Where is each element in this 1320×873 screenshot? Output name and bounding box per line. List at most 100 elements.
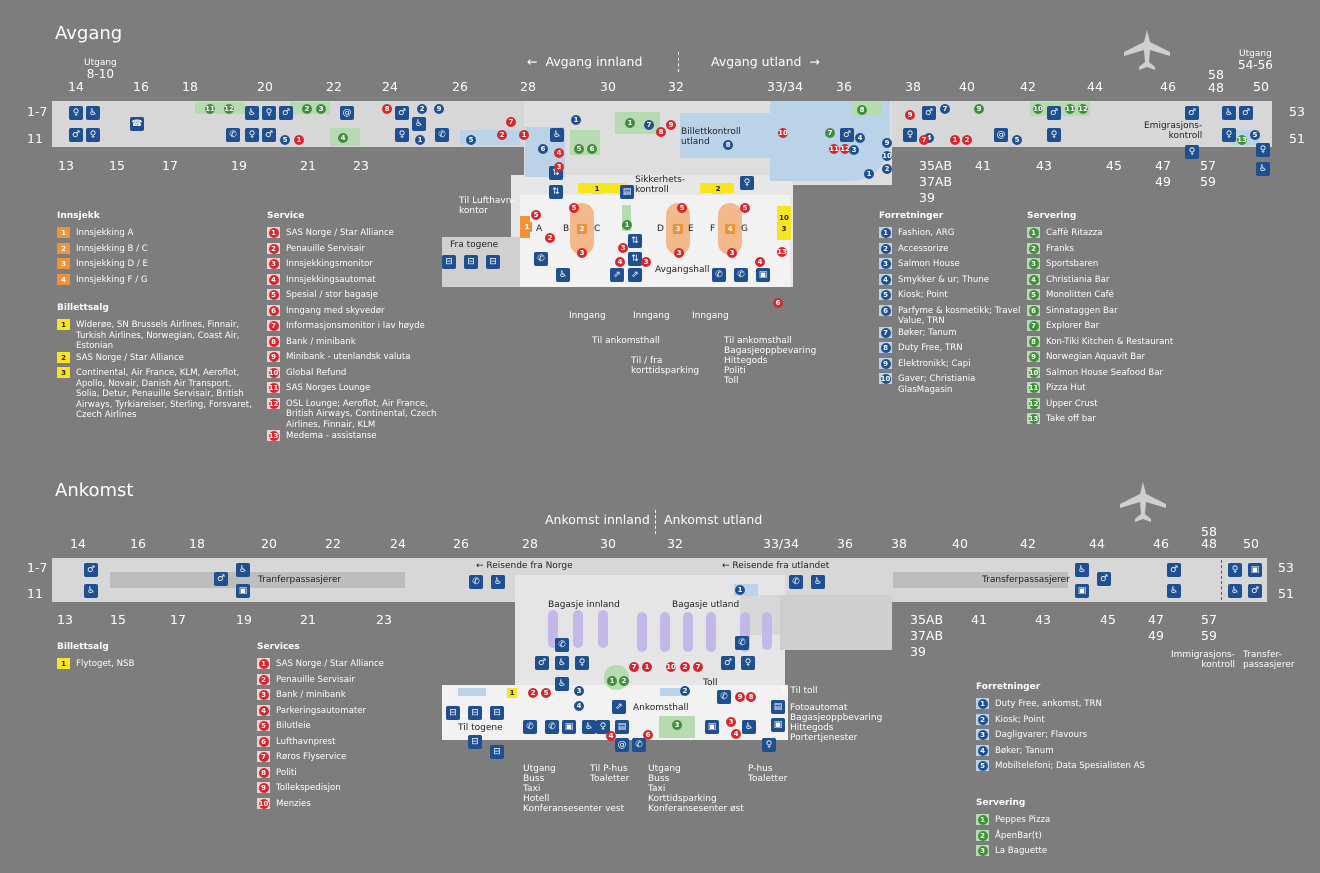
gate-label: 51: [1278, 586, 1294, 601]
legend-text: Mobiltelefoni; Data Spesialisten AS: [995, 761, 1145, 771]
legend-number: 1: [258, 659, 269, 669]
arrival-divider: [655, 510, 656, 534]
gate-label: 1-7: [27, 560, 48, 575]
legend-text: Lufthavnprest: [276, 736, 336, 747]
legend-text: SAS Norges Lounge: [286, 383, 371, 393]
legend-row: 5 Mobiltelefoni; Data Spesialisten AS: [976, 760, 1176, 776]
toilet-icon: ♂: [840, 128, 854, 142]
avgangshall-label: Avgangshall: [655, 265, 710, 275]
gate-label: 28: [520, 79, 536, 94]
legend-text: La Baguette: [995, 846, 1048, 856]
legend-text: Penauille Servisair: [276, 674, 355, 685]
ticket-badge: 1: [507, 688, 517, 698]
gate-label: 42: [1020, 79, 1036, 94]
legend-text: SAS Norge / Star Alliance: [76, 352, 184, 363]
legend-title: Billettsalg: [57, 303, 109, 313]
gate-label: 22: [326, 79, 342, 94]
legend-number: 5: [977, 761, 988, 771]
luggage-icon: ▣: [562, 720, 576, 734]
servering-marker: 12: [1078, 104, 1088, 114]
toilet-icon: ♿: [1075, 563, 1089, 577]
baggage-belt: [762, 612, 772, 650]
legend-number: 2: [977, 830, 988, 841]
photo-icon: ▤: [771, 700, 785, 714]
legend-text: Fashion, ARG: [898, 228, 955, 238]
legend-text: Sportsbaren: [1046, 259, 1099, 269]
legend-number: 12: [1028, 398, 1039, 409]
legend-text: Upper Crust: [1046, 398, 1098, 409]
luggage-icon: ▣: [756, 268, 770, 282]
gate-label: 40: [952, 536, 968, 551]
toilet-icon: ♂: [1167, 563, 1181, 577]
fra-togene-label: Fra togene: [450, 240, 499, 250]
arrival-right-wing: [780, 595, 892, 650]
gate-label: 42: [1020, 536, 1036, 551]
legend-text: Kiosk; Point: [898, 290, 948, 300]
legend-number: 10: [1028, 367, 1039, 378]
service-marker: 2: [528, 688, 538, 698]
til-ankomsthall-list: Til ankomsthall Bagasjeoppbevaring Hitte…: [724, 336, 817, 386]
phone-icon: ✆: [632, 738, 646, 752]
legend-number: 5: [880, 290, 891, 300]
servering-marker: 13: [1237, 135, 1247, 145]
servering-marker: 8: [857, 105, 867, 115]
toilet-icon: ♀: [1228, 563, 1242, 577]
zone-shop: [458, 688, 486, 696]
legend-number: 4: [268, 274, 279, 285]
phus-vest-list: Til P-hus Toaletter: [590, 764, 630, 784]
legend-number: 4: [1028, 274, 1039, 285]
inngang-label: Inngang: [633, 311, 670, 321]
train-icon: ⊟: [442, 255, 456, 269]
legend-number: 8: [258, 767, 269, 778]
service-marker: 8: [382, 104, 392, 114]
gate-label: 21: [300, 158, 316, 173]
legend-text: SAS Norge / Star Alliance: [276, 659, 384, 669]
legend-number: 5: [268, 290, 279, 300]
legend-text: SAS Norge / Star Alliance: [286, 228, 394, 238]
legend-title: Services: [257, 642, 300, 652]
legend-title: Servering: [976, 798, 1026, 808]
legend-row: 5 Kiosk; Point: [879, 289, 1024, 305]
baggage-belt: [548, 610, 558, 648]
legend-number: 6: [268, 305, 279, 316]
legend-number: 12: [268, 398, 279, 409]
gate-label: 20: [261, 536, 277, 551]
toilet-icon: ♿: [556, 268, 570, 282]
service-marker: 9: [735, 692, 745, 702]
departure-divider: [678, 52, 679, 72]
emigrasjon-label: Emigrasjons-kontroll: [1144, 121, 1203, 141]
service-marker: 1: [642, 662, 652, 672]
escalator-icon: ⇗: [628, 268, 642, 282]
phus-ost-list: P-hus Toaletter: [748, 764, 788, 784]
counter-label-b: B: [563, 224, 570, 234]
elevator-icon: ⇅: [628, 234, 642, 248]
legend-number: 1: [58, 320, 69, 330]
transfer-small-label: Transfer- passasjerer: [1243, 650, 1295, 670]
toilet-icon: ♀: [1222, 128, 1236, 142]
toilet-icon: ♿: [555, 656, 569, 670]
toilet-icon: ♀: [1047, 128, 1061, 142]
gate-label: 24: [390, 536, 406, 551]
gate-label: 50: [1253, 79, 1269, 94]
legend-number: 6: [880, 305, 891, 316]
toilet-icon: ♀: [395, 128, 409, 142]
legend-number: 4: [880, 274, 891, 285]
servering-marker: 11: [205, 104, 215, 114]
arrival-transfer-bar-right: [893, 572, 1068, 588]
baggage-belt: [637, 612, 647, 652]
service-marker: 4: [554, 148, 564, 158]
baggage-belt: [598, 610, 608, 648]
forretning-marker: 5: [280, 135, 290, 145]
